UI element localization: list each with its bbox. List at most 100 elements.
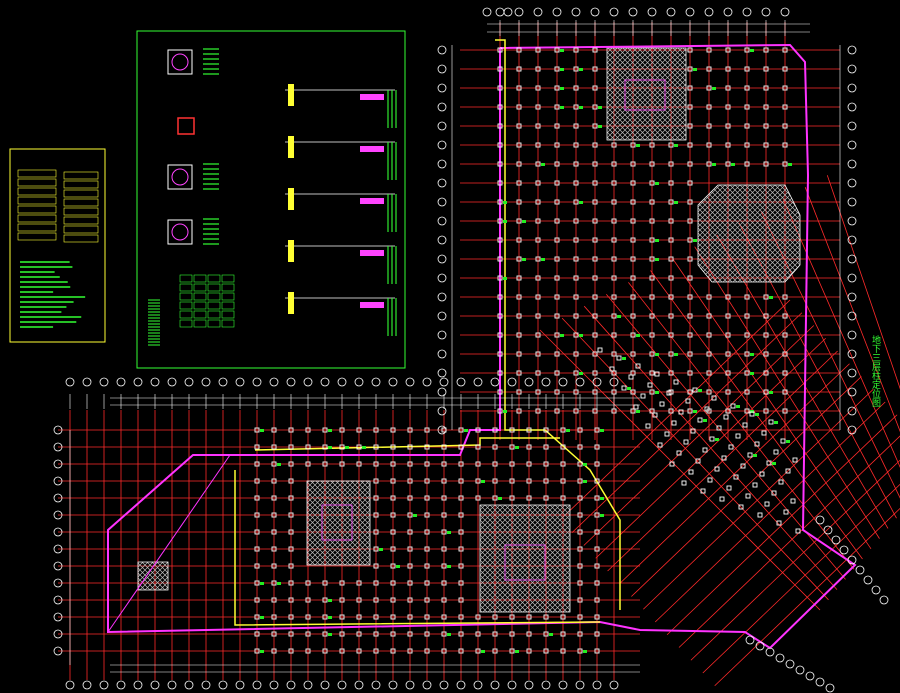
column-tag	[703, 419, 707, 422]
axis-bubble	[490, 377, 500, 387]
column-mark	[711, 395, 717, 401]
column-mark	[687, 180, 693, 186]
column-mark	[458, 580, 464, 586]
column-mark	[745, 493, 751, 499]
column-mark	[254, 563, 260, 569]
axis-bubble	[780, 7, 790, 17]
column-mark	[725, 47, 731, 53]
column-mark	[288, 563, 294, 569]
axis-bubble	[847, 330, 857, 340]
column-mark	[763, 85, 769, 91]
column-mark	[424, 529, 430, 535]
column-mark	[776, 520, 782, 526]
column-mark	[763, 313, 769, 319]
detail-frame	[136, 30, 406, 369]
column-tag	[522, 220, 526, 223]
column-mark	[687, 237, 693, 243]
axis-bubble	[592, 680, 602, 690]
column-mark	[407, 478, 413, 484]
column-mark	[254, 427, 260, 433]
column-tag	[750, 353, 754, 356]
column-mark	[560, 495, 566, 501]
column-mark	[356, 461, 362, 467]
column-mark	[630, 332, 636, 338]
column-tag	[481, 650, 485, 653]
column-mark	[424, 648, 430, 654]
column-mark	[254, 495, 260, 501]
detail-table-cell	[193, 274, 207, 283]
column-tag	[277, 463, 281, 466]
column-mark	[271, 597, 277, 603]
column-mark	[725, 313, 731, 319]
column-mark	[373, 444, 379, 450]
column-section-small	[177, 117, 195, 135]
column-mark	[526, 427, 532, 433]
axis-bubble	[765, 647, 775, 657]
column-mark	[441, 563, 447, 569]
grid-line-diagonal	[666, 414, 898, 636]
column-mark	[744, 47, 750, 53]
column-mark	[254, 580, 260, 586]
column-mark	[254, 444, 260, 450]
axis-bubble	[609, 377, 619, 387]
axis-bubble	[354, 377, 364, 387]
axis-bubble	[437, 140, 447, 150]
column-tag	[617, 315, 621, 318]
elevation-beam	[360, 146, 384, 152]
column-tag	[750, 49, 754, 52]
column-mark	[543, 444, 549, 450]
column-mark	[373, 529, 379, 535]
column-mark	[339, 427, 345, 433]
column-mark	[630, 275, 636, 281]
column-mark	[577, 495, 583, 501]
axis-bubble	[53, 544, 63, 554]
column-mark	[526, 478, 532, 484]
column-mark	[706, 142, 712, 148]
hatched-core	[479, 504, 571, 613]
column-mark	[554, 142, 560, 148]
column-mark	[458, 495, 464, 501]
column-mark	[668, 199, 674, 205]
axis-bubble	[65, 377, 75, 387]
hatched-core-zones	[137, 47, 801, 613]
column-tag	[560, 49, 564, 52]
column-mark	[785, 468, 791, 474]
column-mark	[492, 614, 498, 620]
column-mark	[592, 408, 598, 414]
axis-bubble	[269, 680, 279, 690]
column-mark	[271, 614, 277, 620]
column-mark	[573, 199, 579, 205]
column-mark	[535, 142, 541, 148]
column-tag	[769, 391, 773, 394]
column-mark	[458, 648, 464, 654]
column-mark	[516, 370, 522, 376]
column-mark	[668, 313, 674, 319]
column-mark	[322, 631, 328, 637]
column-mark	[554, 161, 560, 167]
column-mark	[441, 631, 447, 637]
axis-bubble	[742, 7, 752, 17]
column-mark	[725, 66, 731, 72]
axis-bubble	[437, 83, 447, 93]
column-mark	[373, 631, 379, 637]
column-mark	[761, 430, 767, 436]
column-mark	[271, 427, 277, 433]
axis-bubble	[133, 377, 143, 387]
detail-table-cell	[207, 319, 221, 328]
column-mark	[305, 614, 311, 620]
column-mark	[668, 180, 674, 186]
axis-bubble	[847, 254, 857, 264]
column-mark	[554, 332, 560, 338]
column-mark	[254, 461, 260, 467]
axis-bubble	[685, 7, 695, 17]
column-mark	[390, 478, 396, 484]
column-mark	[666, 390, 672, 396]
column-tag	[600, 514, 604, 517]
detail-table-cell	[179, 274, 193, 283]
column-mark	[728, 444, 734, 450]
column-section	[167, 164, 193, 190]
column-mark	[497, 256, 503, 262]
column-mark	[577, 580, 583, 586]
column-mark	[516, 313, 522, 319]
